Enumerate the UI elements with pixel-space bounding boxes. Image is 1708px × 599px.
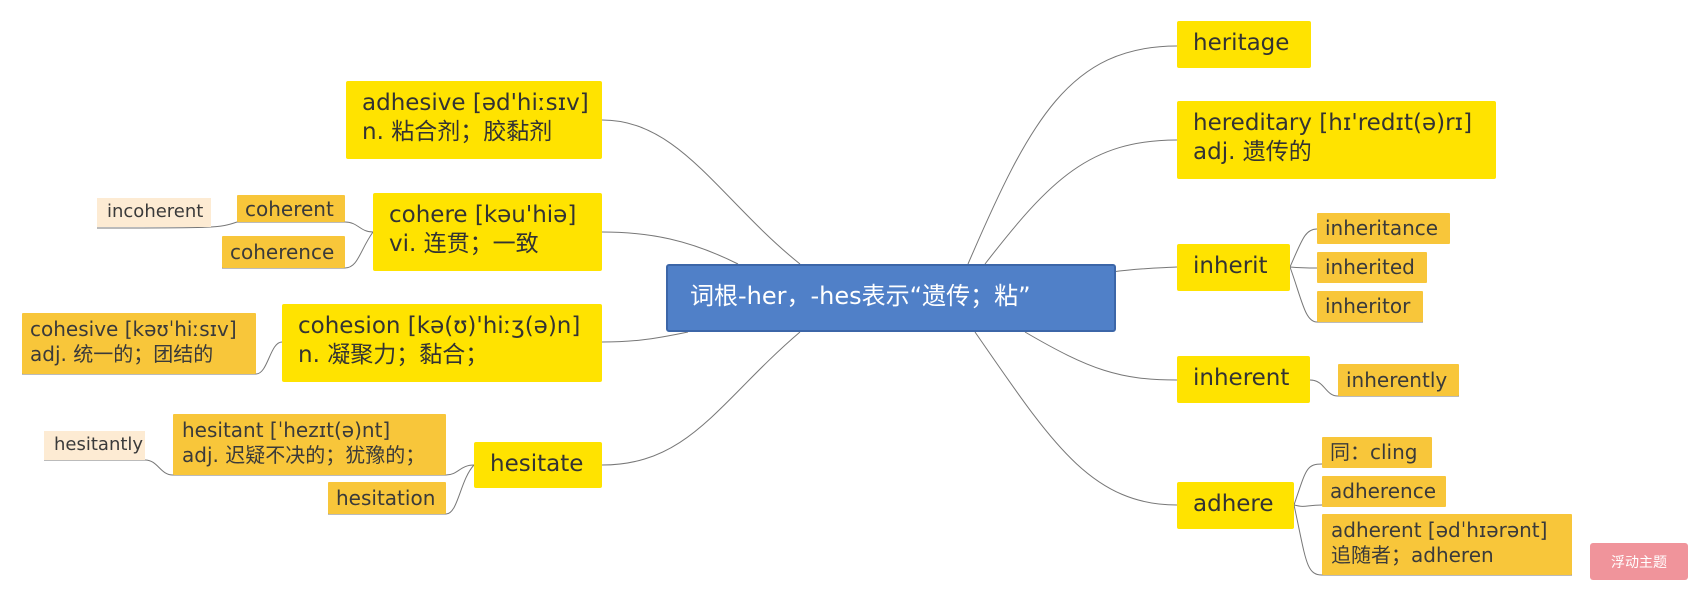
inheritor-word: inheritor — [1325, 294, 1411, 318]
hereditary-word: hereditary [hɪ'redɪt(ə)rɪ] — [1193, 110, 1473, 136]
subtopic-inheritor[interactable]: inheritor — [1317, 291, 1423, 322]
topic-heritage[interactable]: heritage — [1177, 21, 1311, 68]
adhesive-meaning: n. 粘合剂；胶黏剂 — [362, 118, 553, 145]
inherited-word: inherited — [1325, 255, 1415, 279]
link-cohesion — [601, 331, 689, 343]
link-coherence — [344, 231, 374, 269]
incoherent-word: incoherent — [107, 201, 204, 222]
subtopic-inheritance[interactable]: inheritance — [1317, 213, 1450, 244]
link-cohere — [601, 231, 739, 265]
coherent-word: coherent — [245, 197, 334, 221]
inherently-word: inherently — [1346, 368, 1448, 392]
topic-cohesion[interactable]: cohesion [kə(ʊ)'hiːʒ(ə)n] n. 凝聚力；黏合； — [282, 304, 602, 382]
hesitation-word: hesitation — [336, 486, 436, 510]
hesitantly-word: hesitantly — [54, 434, 144, 455]
leaf-hesitantly[interactable]: hesitantly — [44, 431, 145, 460]
link-cling — [1293, 463, 1323, 506]
subtopic-inherited[interactable]: inherited — [1317, 252, 1427, 283]
link-inheritance — [1289, 228, 1318, 268]
floating-topic-label: 浮动主题 — [1611, 555, 1667, 571]
floating-topic-button[interactable]: 浮动主题 — [1590, 543, 1688, 580]
link-adherent — [1293, 504, 1323, 576]
adherent-word: adherent [ədˈhɪərənt] — [1331, 518, 1548, 542]
adhesive-word: adhesive [əd'hiːsɪv] — [362, 90, 589, 116]
cohere-meaning: vi. 连贯；一致 — [389, 230, 539, 257]
cohesion-meaning: n. 凝聚力；黏合； — [298, 341, 489, 368]
subtopic-coherence[interactable]: coherence — [222, 236, 345, 268]
link-adherence — [1293, 504, 1323, 507]
topic-hesitate[interactable]: hesitate — [474, 442, 602, 488]
link-adhesive — [601, 119, 801, 265]
link-inherently — [1309, 379, 1339, 397]
leaf-incoherent[interactable]: incoherent — [97, 198, 211, 227]
link-heritage — [967, 45, 1178, 265]
hesitant-word: hesitant [ˈhezɪt(ə)nt] — [182, 418, 391, 442]
subtopic-adherent[interactable]: adherent [ədˈhɪərənt] 追随者；adheren — [1322, 514, 1572, 575]
central-topic-label: 词根-her，-hes表示“遗传；粘” — [690, 282, 1031, 310]
link-adhere — [974, 331, 1178, 506]
topic-inherent[interactable]: inherent — [1177, 356, 1310, 403]
link-incoherent — [96, 221, 238, 229]
hereditary-meaning: adj. 遗传的 — [1193, 138, 1312, 165]
inherent-word: inherent — [1193, 365, 1290, 391]
topic-hereditary[interactable]: hereditary [hɪ'redɪt(ə)rɪ] adj. 遗传的 — [1177, 101, 1496, 179]
hesitant-meaning: adj. 迟疑不决的；犹豫的； — [182, 443, 426, 467]
subtopic-adherence[interactable]: adherence — [1322, 476, 1446, 507]
link-inheritor — [1289, 266, 1318, 323]
coherence-word: coherence — [230, 240, 335, 264]
cling-word: 同：cling — [1330, 440, 1418, 464]
cohesive-meaning: adj. 统一的；团结的 — [30, 342, 214, 366]
subtopic-coherent[interactable]: coherent — [237, 195, 345, 222]
topic-cohere[interactable]: cohere [kəu'hiə] vi. 连贯；一致 — [373, 193, 602, 271]
link-inherited — [1289, 266, 1318, 269]
inheritance-word: inheritance — [1325, 216, 1439, 240]
adhere-word: adhere — [1193, 491, 1274, 517]
subtopic-cling[interactable]: 同：cling — [1322, 437, 1432, 468]
link-cohesive — [255, 341, 283, 375]
topic-inherit[interactable]: inherit — [1177, 244, 1290, 291]
link-inherit — [1111, 266, 1178, 273]
subtopic-hesitant[interactable]: hesitant [ˈhezɪt(ə)nt] adj. 迟疑不决的；犹豫的； — [173, 414, 446, 475]
topic-adhesive[interactable]: adhesive [əd'hiːsɪv] n. 粘合剂；胶黏剂 — [346, 81, 602, 159]
link-hesitate — [601, 331, 801, 466]
link-coherent — [344, 221, 374, 233]
cohere-word: cohere [kəu'hiə] — [389, 202, 577, 228]
subtopic-inherently[interactable]: inherently — [1338, 364, 1459, 396]
link-hesitant — [445, 464, 475, 476]
topic-adhere[interactable]: adhere — [1177, 482, 1294, 529]
cohesion-word: cohesion [kə(ʊ)'hiːʒ(ə)n] — [298, 313, 581, 339]
link-hesitation — [445, 464, 475, 515]
cohesive-word: cohesive [kəʊˈhiːsɪv] — [30, 317, 237, 341]
subtopic-cohesive[interactable]: cohesive [kəʊˈhiːsɪv] adj. 统一的；团结的 — [22, 313, 256, 374]
adherence-word: adherence — [1330, 479, 1436, 503]
adherent-meaning: 追随者；adheren — [1331, 543, 1494, 567]
subtopic-hesitation[interactable]: hesitation — [328, 482, 446, 514]
link-inherent — [1024, 331, 1178, 381]
inherit-word: inherit — [1193, 253, 1268, 279]
heritage-word: heritage — [1193, 30, 1290, 56]
hesitate-word: hesitate — [490, 451, 584, 477]
link-hesitantly — [144, 459, 174, 476]
central-topic[interactable]: 词根-her，-hes表示“遗传；粘” — [666, 264, 1116, 332]
link-hereditary — [984, 139, 1178, 265]
